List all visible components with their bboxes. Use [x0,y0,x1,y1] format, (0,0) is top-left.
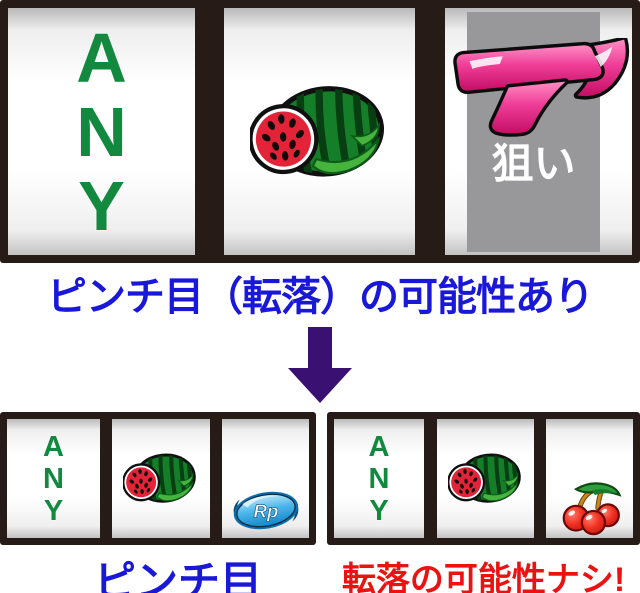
br-reel-left: ANY [334,419,424,538]
watermelon-icon [448,450,524,507]
cherry-icon [562,482,622,536]
caption-pinch: ピンチ目 [93,558,262,593]
replay-label: Rp [254,500,279,521]
any-symbol: ANY [43,430,64,527]
br-reel-middle [437,419,534,538]
slot-machine-bottom-right: ANY [327,412,640,545]
watermelon-icon [250,80,390,184]
bl-reel-middle [112,419,210,538]
top-reel-right: 狙い [445,8,632,255]
watermelon-icon [123,450,199,507]
replay-icon: Rp [233,491,299,530]
bl-reel-left: ANY [7,419,100,538]
aim-label: 狙い [491,140,576,187]
any-symbol: ANY [368,430,390,527]
caption-no-fall: 転落の可能性ナシ! [341,561,626,593]
bl-reel-right: Rp [222,419,309,538]
pink-seven-icon [453,38,630,137]
top-reel-left: ANY [8,8,195,255]
any-symbol: ANY [76,18,127,245]
slot-machine-top: ANY 狙い [0,0,640,263]
slot-machine-bottom-left: ANY Rp [0,412,316,545]
top-reel-middle [224,8,415,255]
down-arrow-icon [288,327,352,403]
title-text: ピンチ目（転落）の可能性あり [47,275,594,319]
br-reel-right [546,419,633,538]
